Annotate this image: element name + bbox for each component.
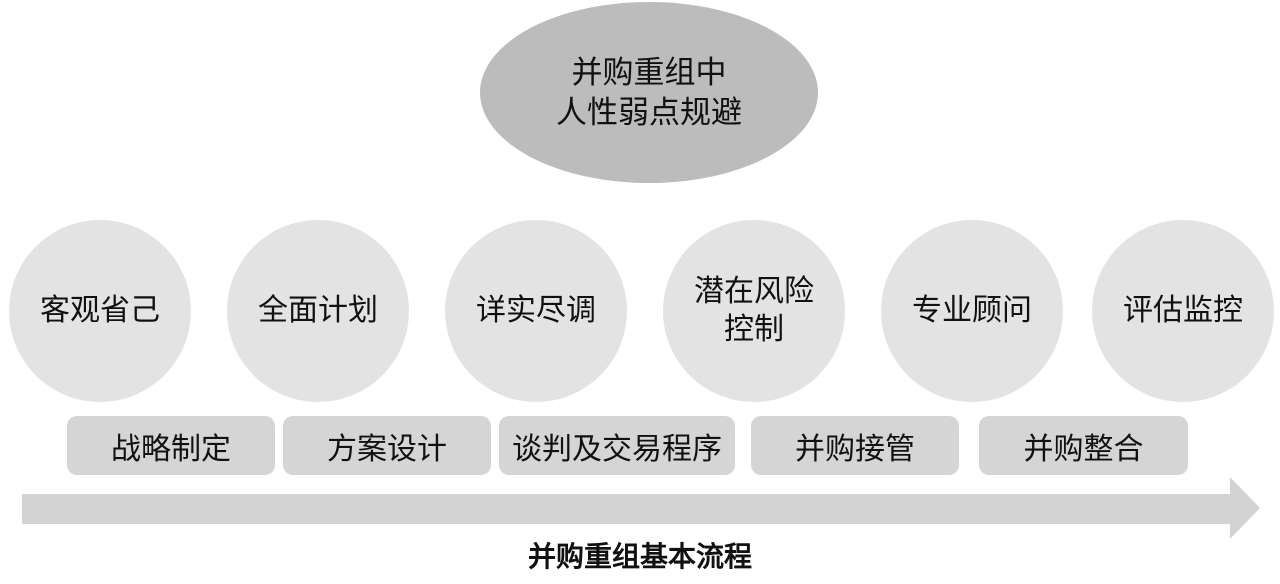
principle-circle: 详实尽调 bbox=[445, 220, 627, 402]
principle-label: 潜在风险控制 bbox=[694, 274, 814, 347]
core-theme-line1: 并购重组中 bbox=[571, 54, 727, 91]
stage-label: 方案设计 bbox=[327, 431, 447, 467]
principle-circle: 专业顾问 bbox=[881, 220, 1063, 402]
stage-label: 战略制定 bbox=[111, 431, 231, 467]
principle-circle: 客观省己 bbox=[9, 220, 191, 402]
process-arrow bbox=[22, 477, 1260, 539]
principle-circle: 全面计划 bbox=[227, 220, 409, 402]
principle-label: 客观省己 bbox=[40, 293, 160, 328]
stage-box: 方案设计 bbox=[283, 416, 491, 475]
principle-label: 评估监控 bbox=[1123, 293, 1243, 328]
principle-circle: 潜在风险控制 bbox=[663, 220, 845, 402]
process-arrow-shape bbox=[22, 477, 1260, 539]
principle-circle: 评估监控 bbox=[1092, 220, 1274, 402]
stage-label: 并购接管 bbox=[795, 431, 915, 467]
principle-label: 专业顾问 bbox=[912, 293, 1032, 328]
stage-box: 并购接管 bbox=[751, 416, 959, 475]
diagram-caption: 并购重组基本流程 bbox=[527, 540, 752, 573]
principle-label: 全面计划 bbox=[258, 293, 378, 328]
core-theme-ellipse: 并购重组中 人性弱点规避 bbox=[480, 2, 818, 183]
principle-label: 详实尽调 bbox=[476, 293, 596, 328]
stage-label: 并购整合 bbox=[1023, 431, 1144, 467]
core-theme-line2: 人性弱点规避 bbox=[556, 94, 742, 131]
stage-box: 并购整合 bbox=[979, 416, 1188, 475]
stage-box: 战略制定 bbox=[67, 416, 275, 475]
stage-label: 谈判及交易程序 bbox=[512, 431, 722, 467]
stage-box: 谈判及交易程序 bbox=[499, 416, 735, 475]
